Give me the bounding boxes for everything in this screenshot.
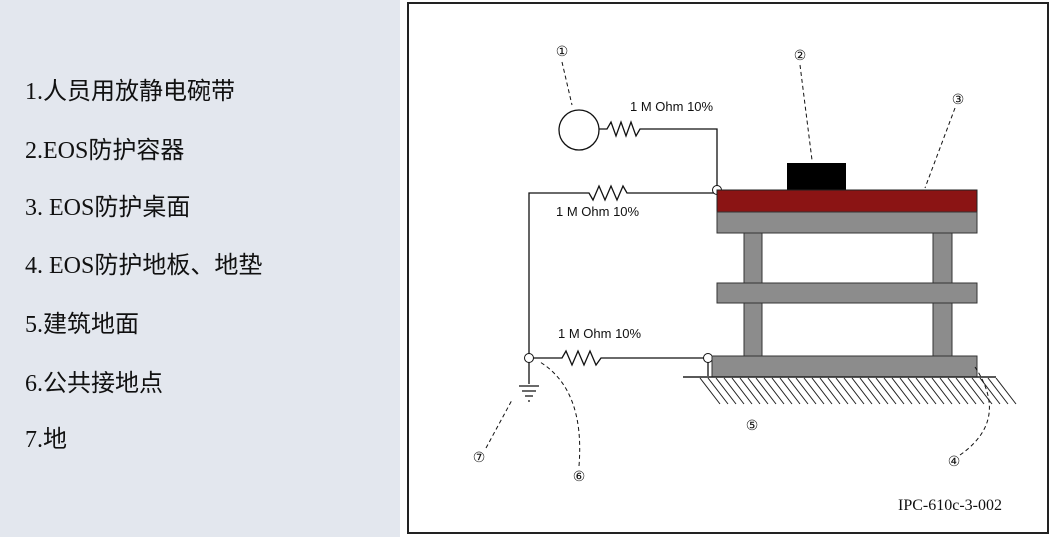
legend-panel: 1.人员用放静电碗带 2.EOS防护容器 3. EOS防护桌面 4. EOS防护…	[0, 0, 398, 537]
floor-node	[703, 353, 713, 363]
table-top-mat	[716, 189, 978, 213]
legend-item-3: 3. EOS防护桌面	[25, 195, 191, 221]
callout-5: ⑤	[746, 417, 759, 433]
figure-caption: IPC-610c-3-002	[898, 497, 1002, 514]
legend-item-4: 4. EOS防护地板、地垫	[25, 253, 263, 279]
floor-mat	[711, 355, 978, 378]
building-floor-hatch	[699, 377, 1017, 405]
ground-icon	[519, 362, 539, 402]
callout-4: ④	[948, 453, 961, 469]
esd-workstation-diagram: 1 M Ohm 10% 1 M Ohm 10% 1 M Ohm 10% ① ② …	[400, 0, 1053, 537]
legend-item-7: 7.地	[25, 427, 67, 453]
callout-6: ⑥	[573, 468, 586, 484]
wrist-strap-icon	[558, 109, 600, 151]
legend-item-1: 1.人员用放静电碗带	[25, 79, 235, 105]
resistor-label-1: 1 M Ohm 10%	[630, 99, 714, 114]
callout-leaders	[485, 61, 990, 467]
legend-item-2: 2.EOS防护容器	[25, 138, 185, 164]
common-ground-point	[524, 353, 534, 363]
callout-7: ⑦	[473, 449, 486, 465]
callout-3: ③	[952, 91, 965, 107]
resistor-wire-1	[599, 120, 718, 190]
legend-item-5: 5.建筑地面	[25, 312, 139, 338]
legend-item-6: 6.公共接地点	[25, 371, 163, 397]
table-crossbar	[716, 282, 978, 304]
resistor-label-3: 1 M Ohm 10%	[558, 326, 642, 341]
resistor-label-2: 1 M Ohm 10%	[556, 204, 640, 219]
callout-1: ①	[556, 43, 569, 59]
resistor-wire-3	[529, 349, 708, 367]
resistor-wire-2	[528, 184, 717, 356]
table-top	[716, 211, 978, 234]
eos-container	[787, 163, 846, 190]
callout-2: ②	[794, 47, 807, 63]
